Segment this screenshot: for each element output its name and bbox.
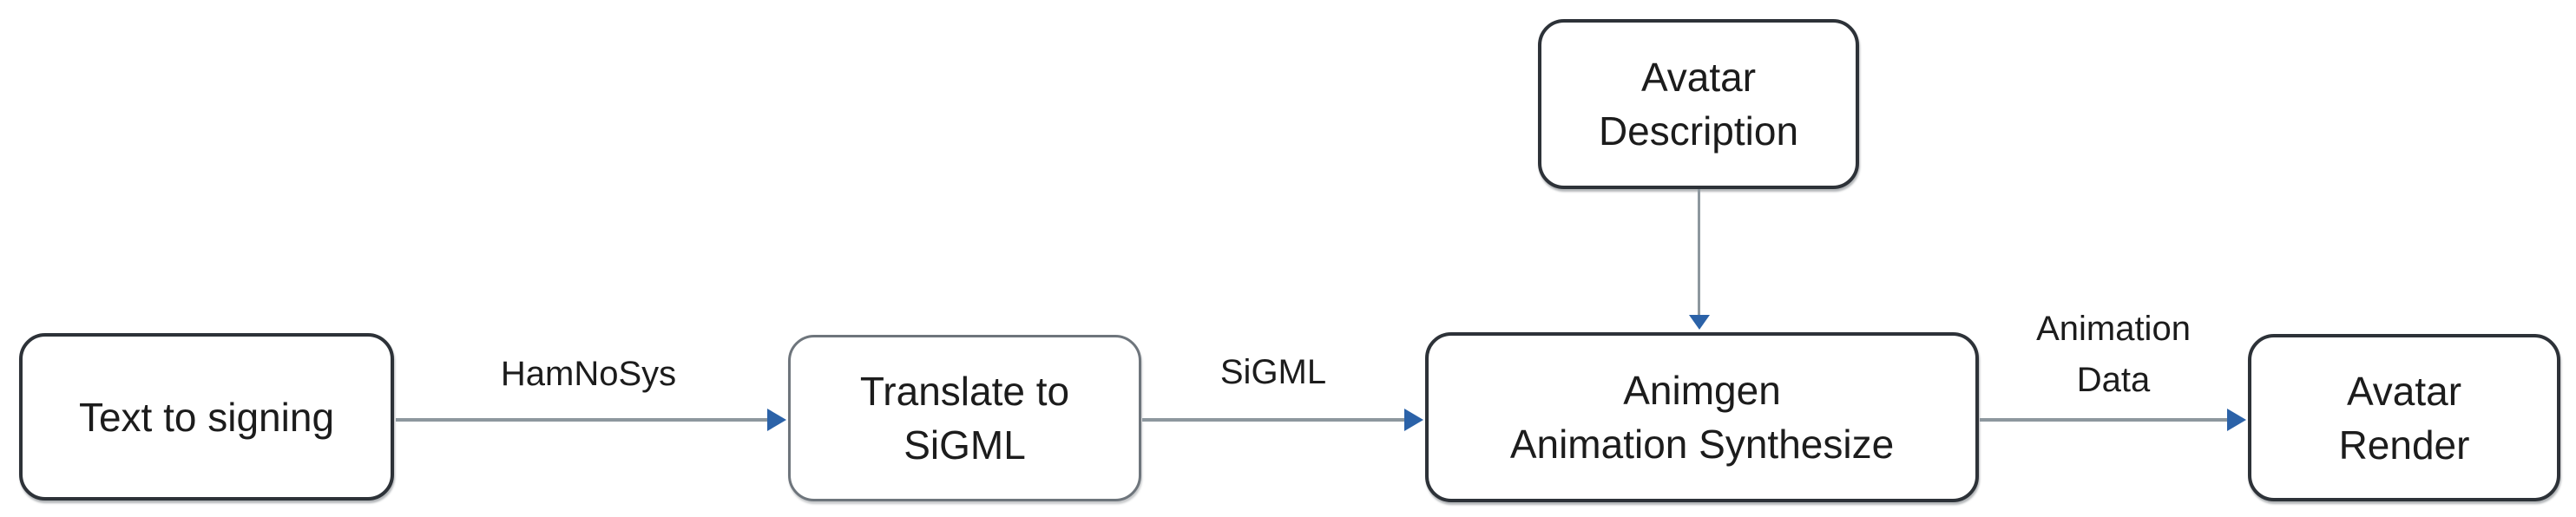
edge-label-line2: Data [2076, 361, 2151, 399]
arrowhead-right-icon [1404, 409, 1423, 431]
edge-label-hamnosys: HamNoSys [500, 355, 677, 393]
connector-line-description-to-animgen [1698, 189, 1700, 317]
node-label-line2: Description [1598, 108, 1799, 154]
node-label-line2: Render [2338, 422, 2470, 468]
arrowhead-right-icon [767, 409, 786, 431]
edge-label-line1: Animation [2036, 310, 2191, 348]
arrowhead-right-icon [2227, 409, 2246, 431]
node-text-to-signing: Text to signing [19, 333, 394, 501]
edge-label-animation-data: Animation Data [2005, 304, 2222, 406]
connector-line-text-to-translate [396, 418, 767, 422]
node-label-line1: Translate to [859, 369, 1070, 414]
node-avatar-render: Avatar Render [2248, 334, 2560, 501]
node-label-line2: Animation Synthesize [1509, 422, 1895, 467]
node-avatar-description: Avatar Description [1538, 19, 1859, 189]
node-label-line1: Avatar [1640, 55, 1757, 100]
connector-line-translate-to-animgen [1142, 418, 1404, 422]
node-animgen-animation-synthesize: Animgen Animation Synthesize [1425, 332, 1979, 502]
arrowhead-down-icon [1689, 315, 1710, 330]
edge-label-sigml: SiGML [1219, 353, 1327, 391]
connector-line-animgen-to-render [1980, 418, 2228, 422]
node-translate-to-sigml: Translate to SiGML [788, 335, 1141, 501]
node-label-line2: SiGML [904, 422, 1026, 468]
node-label-line1: Avatar [2346, 368, 2462, 414]
node-label: Text to signing [78, 394, 335, 440]
node-label-line1: Animgen [1623, 368, 1781, 413]
